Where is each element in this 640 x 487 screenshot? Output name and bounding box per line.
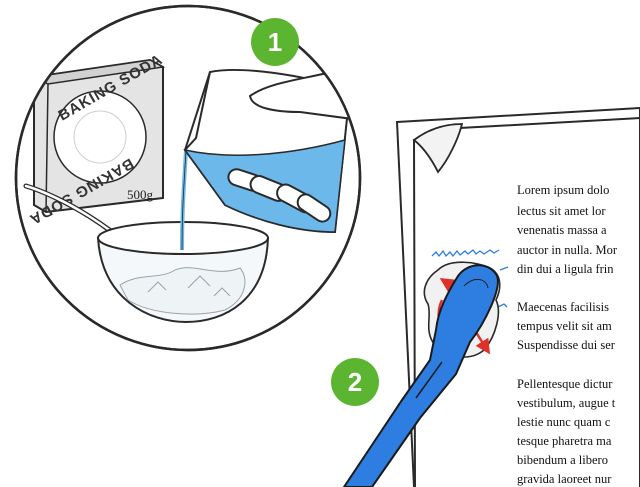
step-2-badge: 2 [331, 358, 379, 406]
doc-line: din dui a ligula frin [517, 262, 614, 276]
baking-soda-box: BAKING SODA BAKING SODA 500g [26, 51, 166, 228]
doc-line: tempus velit sit am [517, 319, 612, 333]
step-1-badge: 1 [251, 18, 299, 66]
doc-line: Suspendisse dui ser [517, 338, 616, 352]
doc-line: gravida laoreet nur [517, 472, 612, 486]
doc-line: venenatis massa a [517, 223, 607, 237]
box-weight: 500g [127, 187, 154, 202]
doc-line: tesque pharetra ma [517, 434, 612, 448]
step-1-illustration: BAKING SODA BAKING SODA 500g [14, 4, 362, 352]
doc-line: Maecenas facilisis [517, 300, 609, 314]
doc-line: bibendum a libero [517, 453, 608, 467]
doc-line: vestibulum, augue t [517, 396, 616, 410]
step-1-number: 1 [268, 27, 282, 57]
doc-line: auctor in nulla. Mor [517, 243, 618, 257]
doc-line: Lorem ipsum dolo [517, 183, 609, 197]
step-2-number: 2 [348, 367, 362, 397]
document-text: Lorem ipsum dolo lectus sit amet lor ven… [517, 183, 618, 486]
doc-line: lectus sit amet lor [517, 204, 606, 218]
doc-line: Pellentesque dictur [517, 377, 613, 391]
step-2-illustration: Lorem ipsum dolo lectus sit amet lor ven… [342, 106, 640, 487]
doc-line: lestie nunc quam c [517, 415, 611, 429]
toothbrush [342, 264, 499, 487]
